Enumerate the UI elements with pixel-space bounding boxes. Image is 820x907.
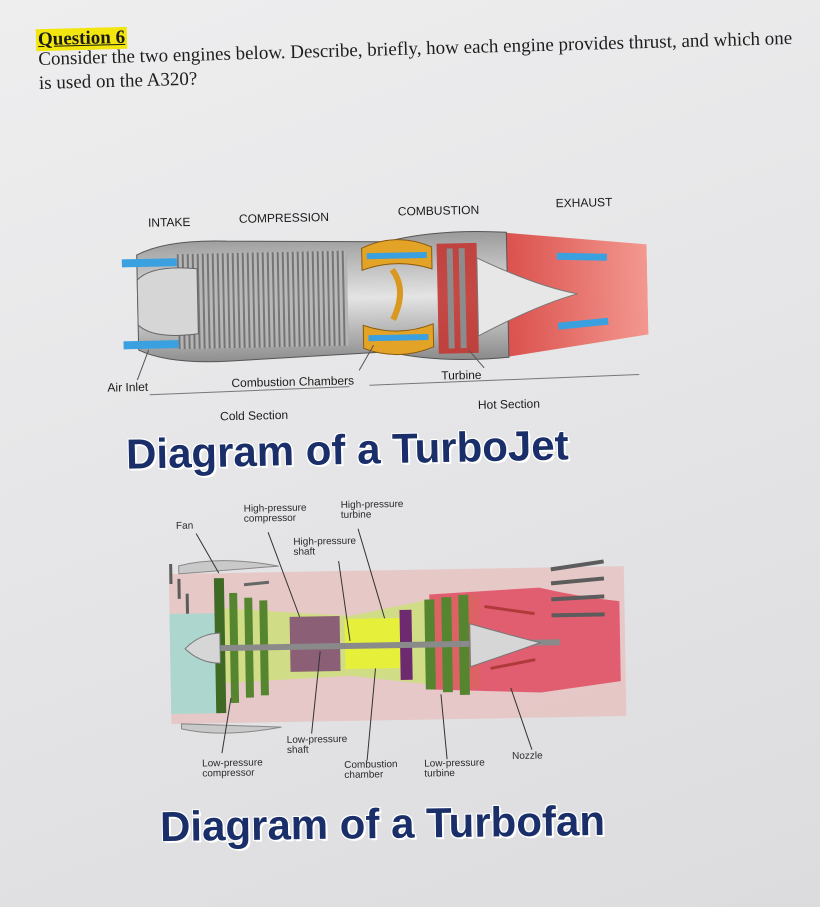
inlet-zone — [169, 613, 217, 715]
label-hp-turbine: High-pressure turbine — [340, 498, 404, 522]
label-fan: Fan — [175, 520, 194, 532]
part-label-hot-section: Hot Section — [477, 396, 541, 412]
label-hp-compressor: High-pressure compressor — [243, 502, 307, 525]
turbine-leader — [468, 349, 485, 369]
compressor-blades — [176, 250, 349, 350]
fan-leader — [195, 533, 220, 574]
spinner — [184, 632, 221, 664]
label-lp-compressor: Low-pressure compressor — [202, 757, 263, 780]
exit-arrow-2 — [550, 576, 605, 586]
turbojet-title: Diagram of a TurboJet — [125, 421, 570, 478]
intake-arrow-upper — [121, 258, 177, 268]
lp-turbine-leader — [440, 694, 448, 760]
turbine-section — [436, 242, 479, 354]
exhaust-arrow-upper — [556, 252, 607, 261]
label-hp-shaft: High-pressure shaft — [293, 535, 357, 558]
turbine-blade-1 — [446, 248, 455, 349]
nose-cone — [136, 267, 199, 336]
turbofan-illustration — [168, 528, 627, 761]
part-label-cold-section: Cold Section — [219, 407, 289, 424]
combustion-arrow-upper — [366, 251, 427, 260]
exit-arrow-4 — [551, 612, 605, 618]
stage-label-combustion: COMBUSTION — [397, 202, 480, 219]
core-exit-arrow — [484, 605, 535, 616]
air-inlet-leader — [136, 349, 150, 381]
exhaust-cone — [476, 257, 578, 337]
stage-label-compression: COMPRESSION — [238, 210, 330, 226]
core-exit-arrow-lower — [490, 658, 536, 670]
hot-section-bracket — [369, 374, 640, 386]
turbojet-diagram: INTAKE COMPRESSION COMBUSTION EXHAUST Ai… — [105, 174, 651, 455]
exit-arrow-1 — [550, 559, 604, 572]
stage-label-exhaust: EXHAUST — [555, 195, 613, 211]
turbofan-title: Diagram of a Turbofan — [159, 796, 606, 851]
question-prompt: Consider the two engines below. Describe… — [38, 27, 793, 94]
turbine-blade-2 — [458, 248, 467, 349]
label-nozzle: Nozzle — [511, 750, 543, 763]
nacelle-lower — [180, 723, 282, 734]
nacelle-upper — [178, 560, 279, 575]
hp-compressor-leader — [267, 532, 301, 617]
nozzle-leader — [510, 687, 533, 750]
part-label-turbine: Turbine — [441, 367, 482, 383]
part-label-combustion-chambers: Combustion Chambers — [231, 373, 355, 391]
exhaust-arrow-lower — [557, 317, 609, 330]
combustion-chambers-leader — [358, 344, 375, 371]
label-lp-shaft: Low-pressure shaft — [286, 733, 348, 756]
tail-cone — [469, 623, 542, 668]
flame-core — [389, 267, 404, 321]
combustion-arrow-lower — [368, 333, 429, 342]
lp-compressor-leader — [221, 697, 232, 754]
cold-section-bracket — [149, 386, 350, 396]
bypass-arrow-upper — [243, 580, 270, 587]
label-lp-turbine: Low-pressure turbine — [424, 757, 485, 780]
hp-shaft-leader — [338, 560, 351, 641]
label-combustion-chamber: Combustion chamber — [344, 759, 398, 781]
stage-label-intake: INTAKE — [147, 214, 191, 230]
combustion-chamber-leader — [366, 668, 376, 761]
turbojet-illustration — [121, 231, 649, 396]
lp-shaft-leader — [311, 651, 321, 734]
hp-turbine-leader — [357, 528, 386, 619]
exit-arrow-3 — [551, 594, 605, 602]
part-label-air-inlet: Air Inlet — [107, 379, 149, 395]
turbofan-diagram: Fan High-pressure compressor High-pressu… — [157, 486, 642, 794]
intake-arrow-lower — [123, 340, 179, 350]
